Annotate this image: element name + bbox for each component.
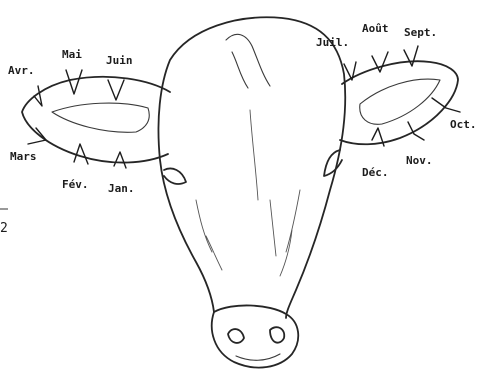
left-ear-inner: [52, 103, 149, 132]
muzzle: [212, 305, 298, 367]
tick-fev: [74, 144, 88, 164]
right-nostril: [270, 327, 284, 342]
label-dec: Déc.: [362, 166, 389, 179]
label-avr: Avr.: [8, 64, 35, 77]
label-oct: Oct.: [450, 118, 477, 131]
left-ear: [22, 77, 170, 163]
right-ear-inner: [360, 79, 440, 124]
label-nov: Nov.: [406, 154, 433, 167]
label-jan: Jan.: [108, 182, 135, 195]
tick-mars: [28, 128, 46, 144]
label-juin: Juin: [106, 54, 133, 67]
mouth-line: [236, 354, 280, 360]
tick-juin: [108, 80, 124, 100]
tick-sept: [404, 46, 418, 66]
label-mars: Mars: [10, 150, 37, 163]
right-ear-ticks: [344, 46, 460, 146]
label-sept: Sept.: [404, 26, 437, 39]
label-juil: Juil.: [316, 36, 349, 49]
tick-mai: [66, 70, 82, 94]
tick-jan: [114, 152, 126, 168]
label-fev: Fév.: [62, 178, 89, 191]
right-ear-outline: [340, 61, 458, 144]
left-nostril: [228, 329, 244, 343]
left-ear-ticks: [28, 70, 126, 168]
right-ear: [340, 61, 458, 144]
left-eye: [164, 169, 186, 185]
head-outline: [158, 17, 345, 318]
cow-head: [158, 17, 345, 367]
margin-mark: 2: [0, 221, 8, 236]
label-aout: Août: [362, 22, 389, 35]
label-mai: Mai: [62, 48, 82, 61]
face-shading: [196, 110, 300, 276]
forehead-tuft: [226, 34, 270, 88]
left-ear-outline: [22, 77, 170, 163]
